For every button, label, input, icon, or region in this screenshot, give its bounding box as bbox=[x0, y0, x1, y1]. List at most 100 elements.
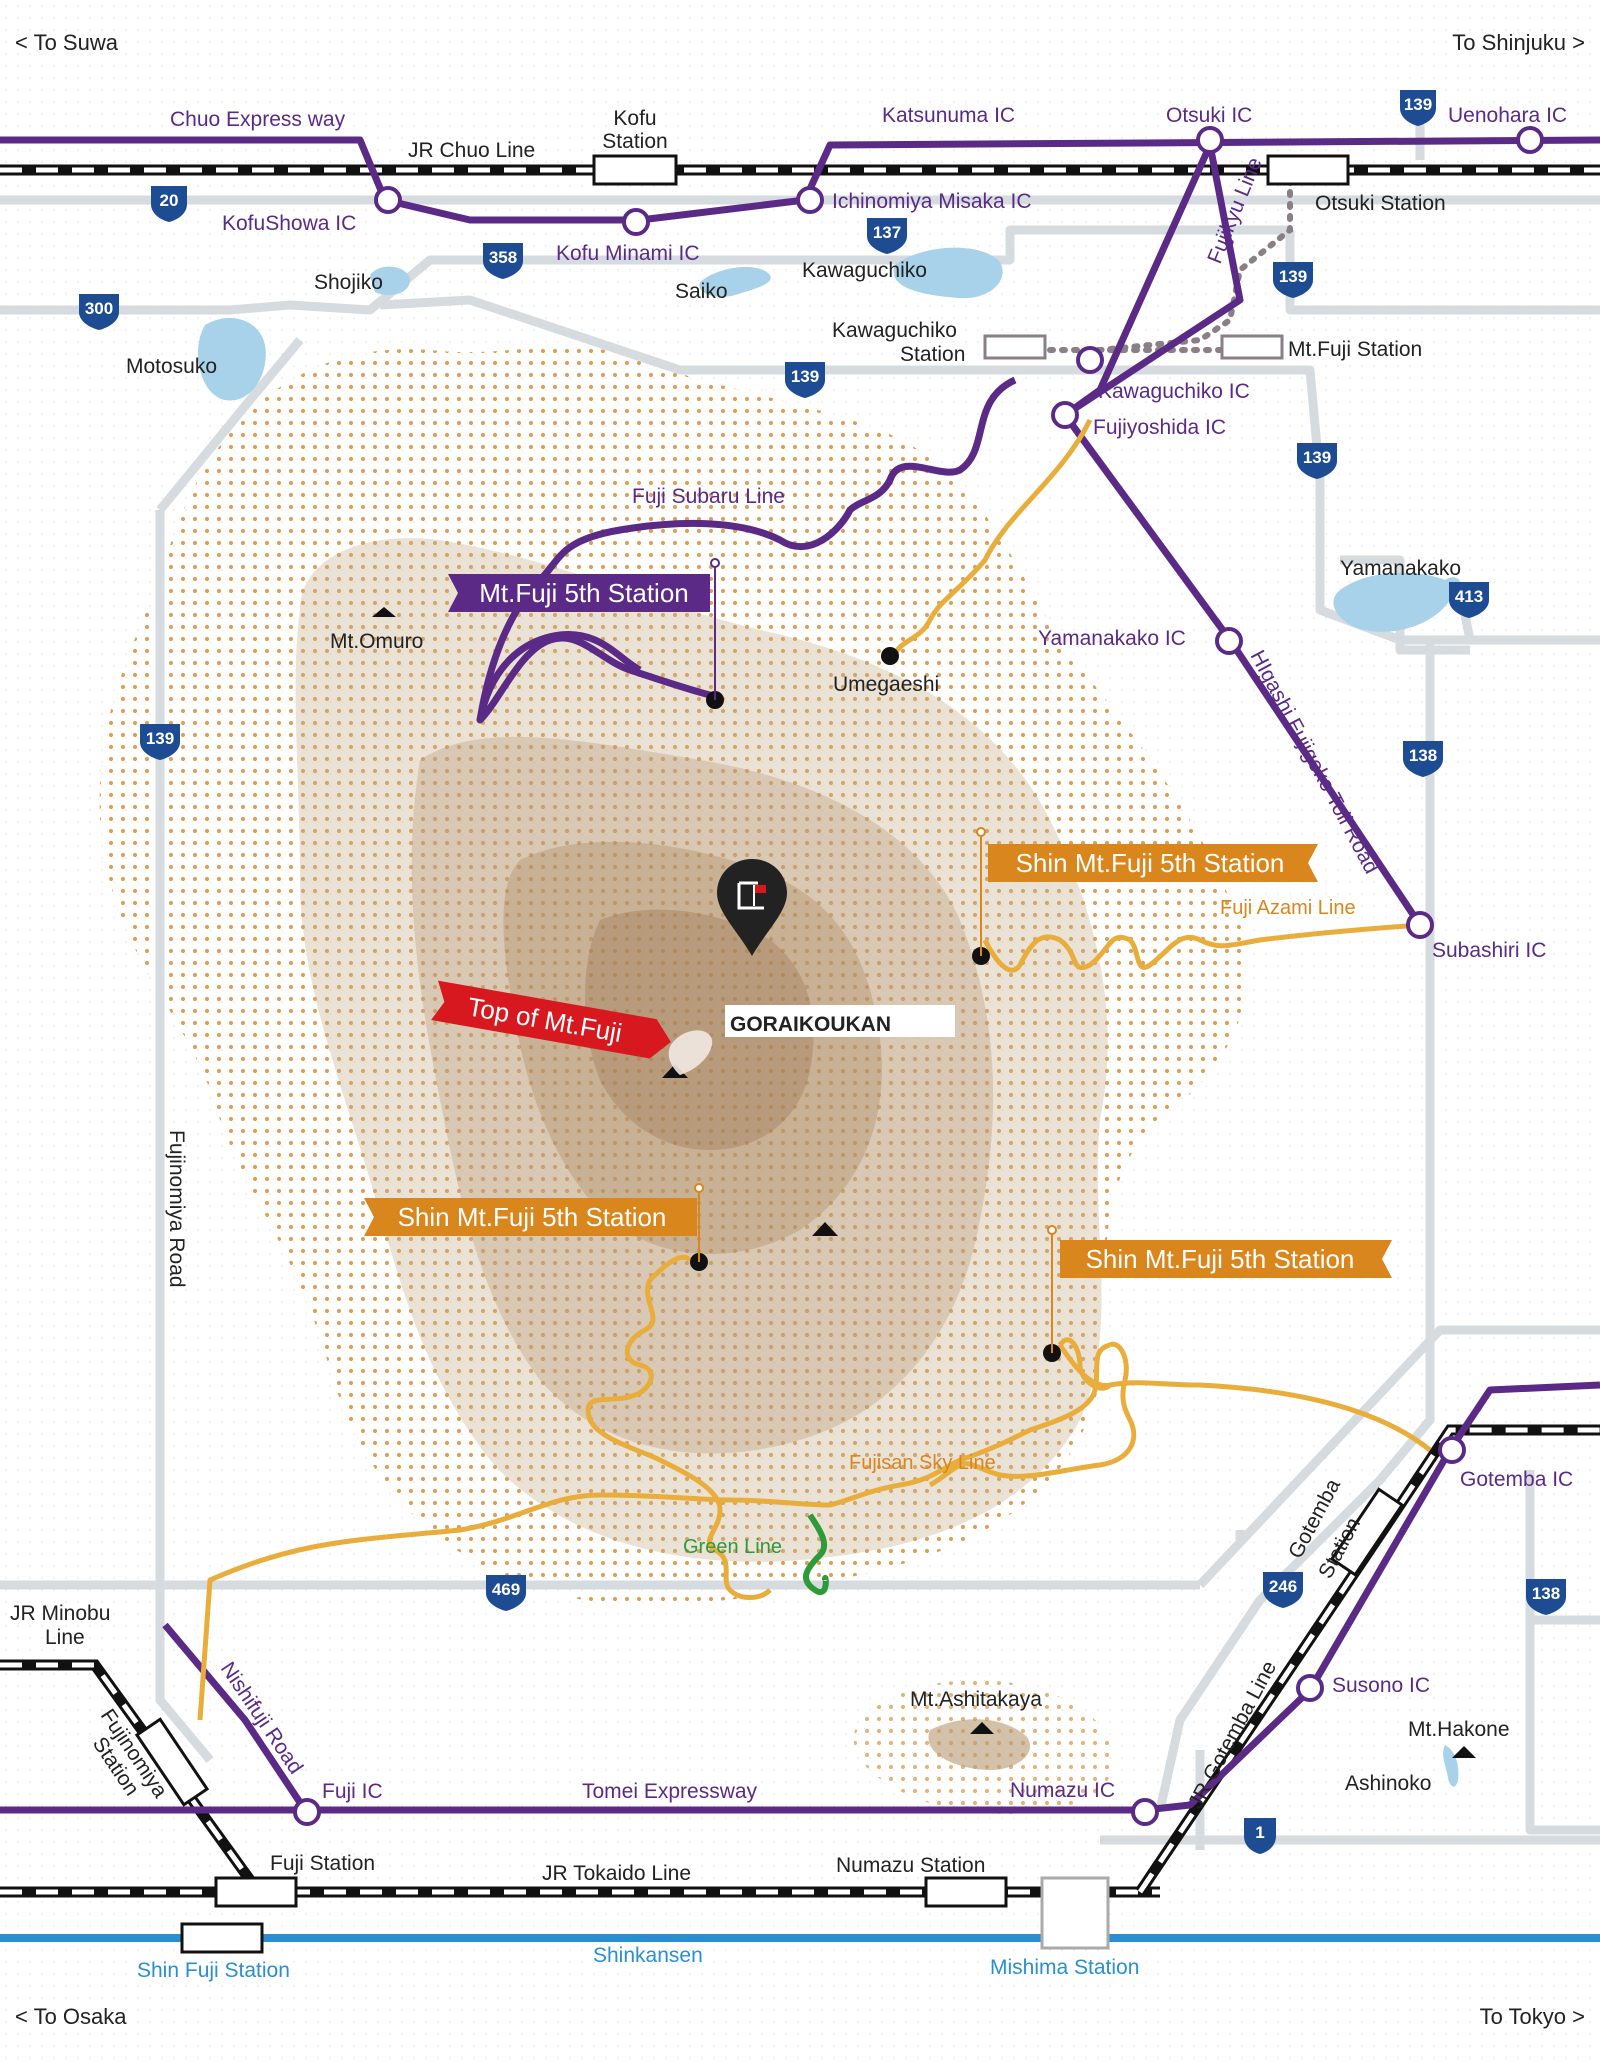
label-kawaguchiko: Kawaguchiko bbox=[832, 319, 957, 342]
interchange-icon bbox=[796, 186, 824, 214]
location-pin-icon[interactable] bbox=[717, 859, 787, 956]
label-kofu-station: Station bbox=[602, 130, 667, 153]
label-jr-tokaido-line: JR Tokaido Line bbox=[542, 1862, 691, 1885]
label-shinkansen: Shinkansen bbox=[593, 1944, 703, 1967]
banner-fifth-station[interactable]: Mt.Fuji 5th Station bbox=[448, 574, 710, 612]
station-box-icon bbox=[592, 154, 678, 186]
route-shield-icon bbox=[1449, 582, 1489, 618]
label-fuji-ic: Fuji IC bbox=[322, 1780, 383, 1803]
station-box-icon bbox=[983, 334, 1047, 360]
svg-text:Shin Mt.Fuji 5th Station: Shin Mt.Fuji 5th Station bbox=[1016, 848, 1285, 878]
lake-saiko bbox=[699, 266, 771, 297]
station-box-icon bbox=[924, 1876, 1008, 1908]
corner-top-right: To Shinjuku > bbox=[1452, 30, 1585, 55]
label-kawaguchiko-lake: Kawaguchiko bbox=[802, 259, 927, 282]
route-number-139c: 139 bbox=[791, 367, 819, 386]
station-boxes bbox=[134, 154, 1405, 1954]
label-mt-omuro: Mt.Omuro bbox=[330, 630, 423, 653]
label-tomei-expressway: Tomei Expressway bbox=[582, 1780, 758, 1803]
label-mishima-station: Mishima Station bbox=[990, 1956, 1139, 1979]
label-otsuki-station: Otsuki Station bbox=[1315, 192, 1446, 215]
label-goraikoukan: GORAIKOUKAN bbox=[730, 1013, 891, 1036]
label-shojiko: Shojiko bbox=[314, 271, 383, 294]
station-box-icon bbox=[134, 1717, 210, 1807]
mountain-icon bbox=[970, 1722, 994, 1734]
label-otsuki-ic: Otsuki IC bbox=[1166, 104, 1252, 127]
route-number-139d: 139 bbox=[1303, 448, 1331, 467]
station-box-icon bbox=[180, 1922, 264, 1954]
label-shin-fuji-station: Shin Fuji Station bbox=[137, 1959, 290, 1982]
route-number-139a: 139 bbox=[1404, 95, 1432, 114]
station-box-icon bbox=[1329, 1487, 1405, 1577]
banner-shin-gotemba[interactable]: Shin Mt.Fuji 5th Station bbox=[1060, 1240, 1392, 1278]
interchange-icon bbox=[1296, 1674, 1324, 1702]
interchange-icon bbox=[622, 208, 650, 236]
label-kofushowa-ic: KofuShowa IC bbox=[222, 212, 356, 235]
station-box-icon bbox=[214, 1876, 298, 1908]
label-fujiyoshida-ic: Fujiyoshida IC bbox=[1093, 416, 1226, 439]
interchange-icon bbox=[1215, 627, 1243, 655]
route-shield-icon bbox=[1526, 1579, 1566, 1615]
label-jr-chuo-line: JR Chuo Line bbox=[408, 139, 535, 162]
route-shield-icon bbox=[140, 724, 180, 760]
label-uenohara-ic: Uenohara IC bbox=[1448, 104, 1567, 127]
label-gotemba-ic: Gotemba IC bbox=[1460, 1468, 1573, 1491]
green-line-road bbox=[803, 1513, 829, 1596]
route-number-20: 20 bbox=[160, 191, 179, 210]
mountain-icon bbox=[812, 1222, 838, 1236]
label-numazu-ic: Numazu IC bbox=[1010, 1779, 1115, 1802]
interchange-icon bbox=[1516, 126, 1544, 154]
route-shield-icon bbox=[785, 362, 825, 398]
label-chuo-expressway: Chuo Express way bbox=[170, 108, 346, 131]
interchange-icon bbox=[1406, 911, 1434, 939]
label-subashiri-ic: Subashiri IC bbox=[1432, 939, 1546, 962]
toll-roads bbox=[197, 418, 1432, 1721]
route-shield-icon bbox=[1263, 1572, 1303, 1608]
interchange-icon bbox=[374, 186, 402, 214]
label-mt-hakone: Mt.Hakone bbox=[1408, 1718, 1510, 1741]
svg-text:Shin Mt.Fuji 5th Station: Shin Mt.Fuji 5th Station bbox=[1086, 1244, 1355, 1274]
goraikoukan-label-bg bbox=[725, 1005, 955, 1037]
route-shield-icon bbox=[79, 294, 119, 330]
route-shield-icon bbox=[1244, 1818, 1276, 1854]
label-saiko: Saiko bbox=[675, 280, 728, 303]
label-yamanakako-ic: Yamanakako IC bbox=[1038, 627, 1186, 650]
label-ashinoko: Ashinoko bbox=[1345, 1772, 1431, 1795]
label-kawaguchiko-station: Station bbox=[900, 343, 965, 366]
interchange-icon bbox=[293, 1798, 321, 1826]
route-shield-icon bbox=[1403, 741, 1443, 777]
label-kofu-minami-ic: Kofu Minami IC bbox=[556, 242, 700, 265]
station-box-icon bbox=[1266, 154, 1350, 186]
label-green-line: Green Line bbox=[683, 1536, 782, 1558]
label-fuji-station: Fuji Station bbox=[270, 1852, 375, 1875]
pois bbox=[372, 558, 1476, 1758]
route-shield-icon bbox=[151, 186, 187, 222]
route-shield-icon bbox=[1273, 262, 1313, 298]
banner-shin-fujinomiya[interactable]: Shin Mt.Fuji 5th Station bbox=[364, 1198, 697, 1236]
svg-text:Mt.Fuji 5th Station: Mt.Fuji 5th Station bbox=[479, 578, 689, 608]
route-number-139e: 139 bbox=[146, 729, 174, 748]
route-shield-icon bbox=[486, 1575, 526, 1611]
interchange-icon bbox=[1131, 1798, 1159, 1826]
route-number-246: 246 bbox=[1269, 1577, 1297, 1596]
route-number-139b: 139 bbox=[1279, 267, 1307, 286]
banner-shin-subashiri[interactable]: Shin Mt.Fuji 5th Station bbox=[988, 844, 1318, 882]
interchange-icon bbox=[1051, 401, 1079, 429]
interchange-icon bbox=[1438, 1436, 1466, 1464]
lake-shojiko bbox=[370, 266, 411, 296]
route-number-1: 1 bbox=[1255, 1823, 1264, 1842]
lake-ashinoko bbox=[1443, 1745, 1459, 1787]
route-shields: 139 20 358 137 139 300 139 139 413 139 1… bbox=[79, 90, 1566, 1854]
label-fujinomiya-road: Fujinomiya Road bbox=[165, 1130, 188, 1288]
mountain-icon bbox=[372, 607, 396, 617]
lake-motosuko bbox=[197, 317, 266, 401]
label-susono-ic: Susono IC bbox=[1332, 1674, 1430, 1697]
label-katsunuma-ic: Katsunuma IC bbox=[882, 104, 1015, 127]
label-ichinomiya-misaka-ic: Ichinomiya Misaka IC bbox=[832, 190, 1032, 213]
route-number-138b: 138 bbox=[1532, 1584, 1560, 1603]
route-number-137: 137 bbox=[873, 223, 901, 242]
ordinary-roads bbox=[0, 90, 1600, 1850]
corner-bottom-left: < To Osaka bbox=[15, 2004, 127, 2029]
svg-text:Shin Mt.Fuji 5th Station: Shin Mt.Fuji 5th Station bbox=[398, 1202, 667, 1232]
